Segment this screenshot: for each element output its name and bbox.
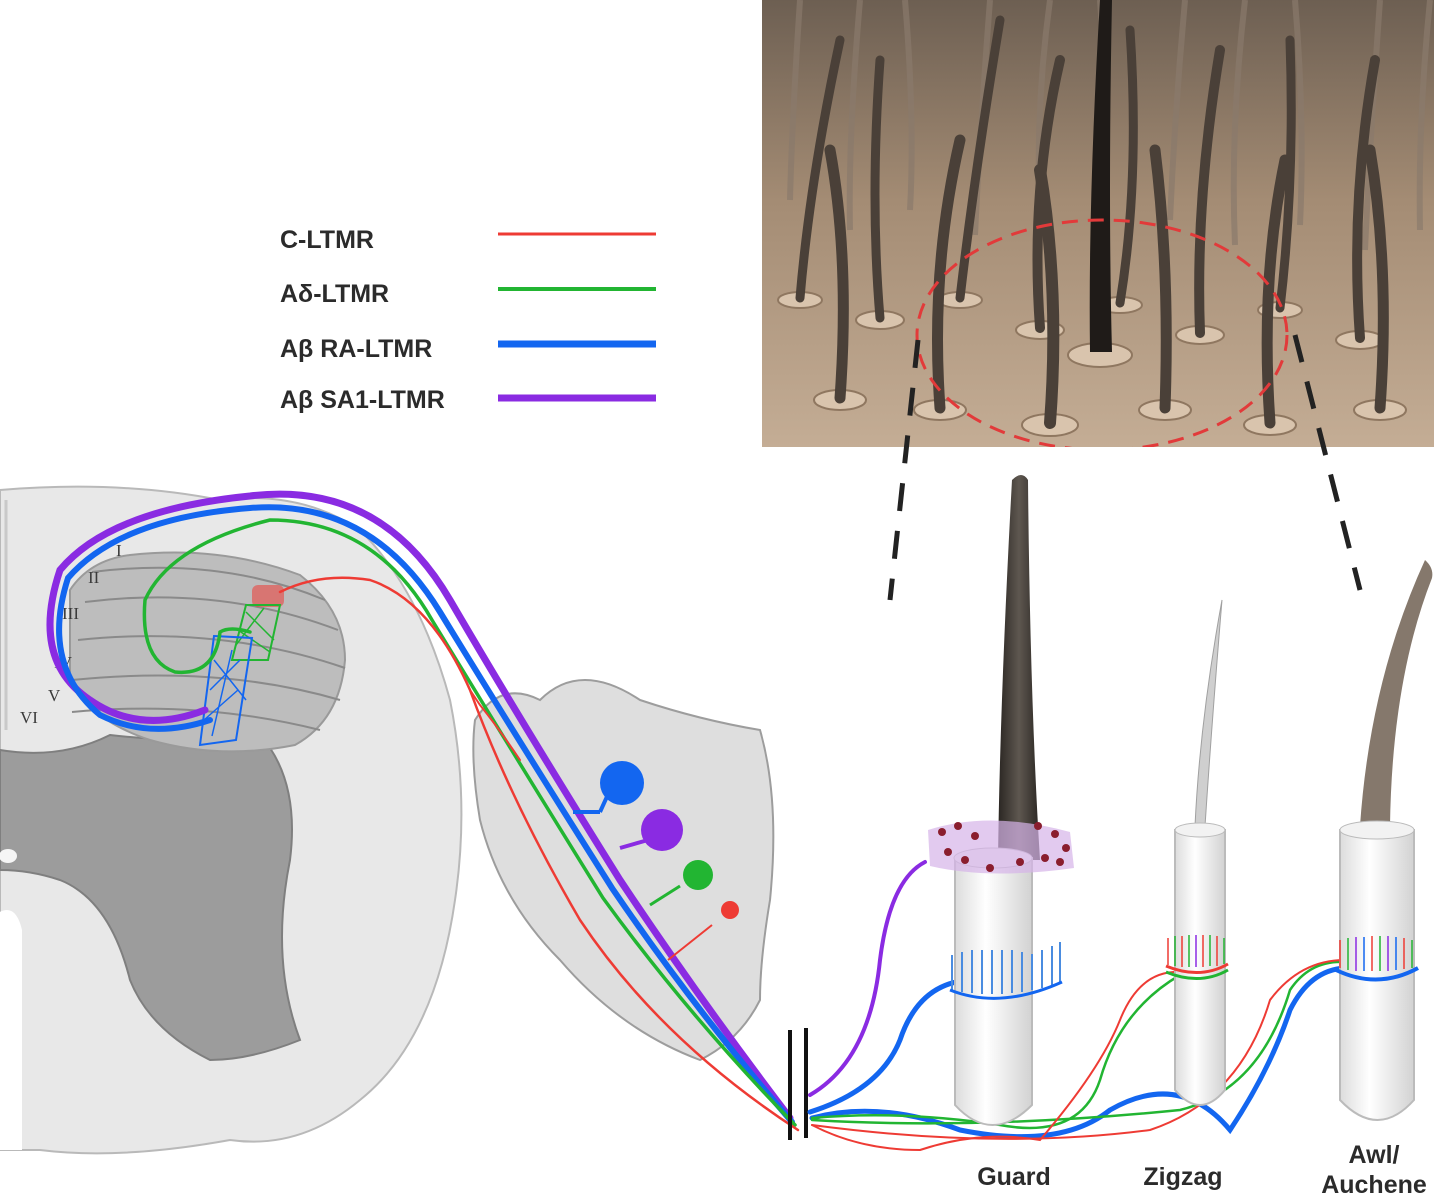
label-auchene: Auchene [1321,1171,1427,1198]
ra-branch-guard [807,977,978,1115]
ad-ltmr-soma [683,860,713,890]
guard-ra-endings [951,942,1061,994]
awl-hair-shaft [1360,560,1433,826]
label-awl: Awl/ [1349,1141,1400,1169]
peripheral-branches [807,860,1348,1152]
skin-hairs [777,0,1433,447]
guard-lanceolate-endings [928,820,1074,874]
nerve-cut-marks [788,1028,808,1140]
ad-branch-awl [810,960,1347,1125]
c-ltmr-terminal [252,585,284,607]
sa1-branch-guard [808,860,927,1097]
label-guard: Guard [977,1163,1051,1191]
spinal-cord: I II III IV V VI [0,485,463,1155]
ra-branch-awl [809,965,1348,1140]
axon-bundle [46,490,800,1132]
drg-cell-bodies [573,761,739,961]
lamina-label-v: V [48,686,61,705]
hair-type-labels: Guard Zigzag Awl/ Auchene [977,1141,1427,1198]
central-canal [0,849,17,863]
zoom-region-circle [915,218,1289,447]
legend-label-ad-ltmr: Aδ-LTMR [280,280,389,308]
legend: C-LTMR Aδ-LTMR Aβ RA-LTMR Aβ SA1-LTMR [280,226,656,414]
lamina-label-i: I [116,541,122,560]
ad-ltmr-terminal [230,604,282,661]
zigzag-hair-shaft [1194,599,1223,827]
label-zigzag: Zigzag [1143,1163,1222,1191]
ab-sa1-soma [641,809,683,851]
ab-ra-soma [600,761,644,805]
awl-auchene-hair-follicle [1335,560,1433,1121]
legend-label-ab-sa1-ltmr: Aβ SA1-LTMR [280,386,445,414]
dorsal-root-ganglion [472,679,775,1062]
awl-lanceolate-endings [1339,936,1413,971]
zigzag-hair-follicle [1165,599,1229,1106]
legend-label-ab-ra-ltmr: Aβ RA-LTMR [280,335,432,363]
c-branch-zigzag [811,970,1181,1152]
guard-hair-follicle [928,475,1074,1126]
ad-branch-zigzag [810,973,1182,1130]
guard-hair-shaft [998,475,1040,860]
zoom-connector-lines [887,334,1363,601]
central-terminals [198,585,284,747]
c-branch-awl [811,959,1346,1140]
ventral-fissure [0,910,22,1150]
skin-panel [762,0,1434,447]
legend-label-c-ltmr: C-LTMR [280,226,374,254]
ad-ltmr-axon [142,518,797,1127]
lamina-label-vi: VI [20,708,38,727]
zigzag-lanceolate-endings [1167,935,1225,967]
lamina-label-iii: III [62,604,79,623]
ab-ra-axon [56,504,795,1125]
lamina-label-ii: II [88,568,100,587]
c-ltmr-soma [721,901,739,919]
c-ltmr-axon [278,576,800,1132]
